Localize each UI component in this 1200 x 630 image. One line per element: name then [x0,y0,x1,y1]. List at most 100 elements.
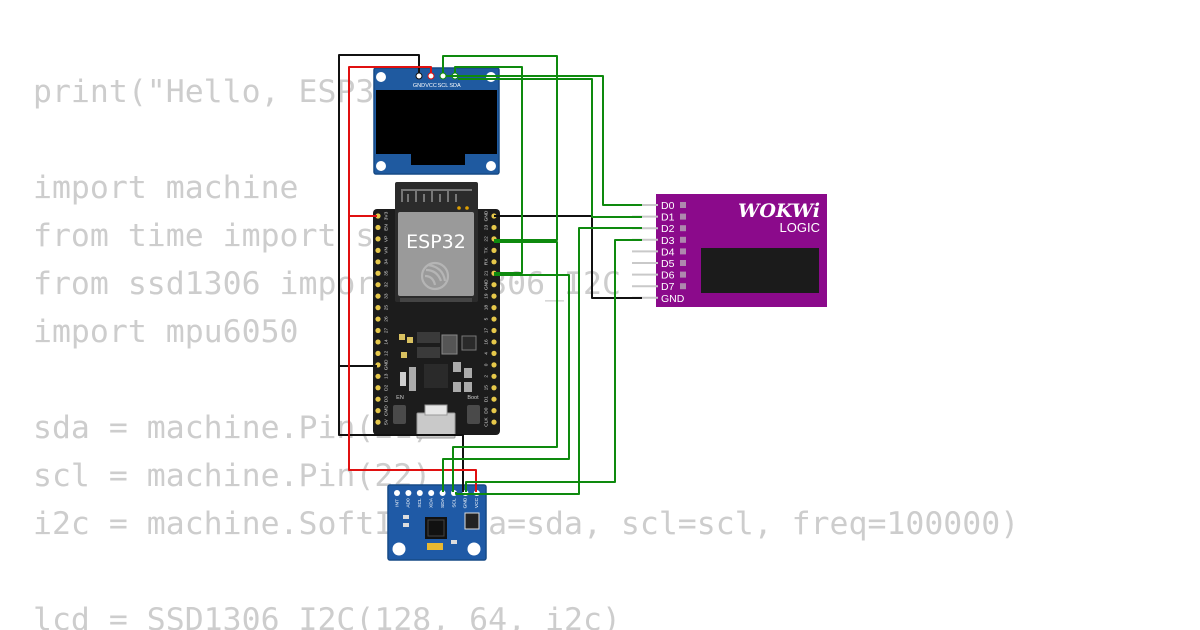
esp32-pin-label: 3V3 [383,211,389,220]
esp32-pin[interactable] [375,213,381,219]
esp32-pin[interactable] [375,327,381,334]
wire-oled-scl[interactable] [442,55,558,241]
esp32-pin-label: 27 [383,328,389,334]
mpu6050-pin-label: VCC [474,497,480,508]
esp32-pin[interactable] [491,350,497,356]
logic-channel-marker [680,213,686,220]
boot-button[interactable] [467,405,480,424]
esp32-pin[interactable] [491,339,497,345]
smd-component [403,523,409,527]
oled-pin-label: VCC [425,83,437,89]
esp32-pin[interactable] [491,408,497,414]
esp32-pin[interactable] [375,236,381,242]
esp32-pin[interactable] [491,293,497,299]
esp32-pin-label: 13 [383,373,389,379]
smd-component [451,540,457,544]
esp32-pin-label: 25 [383,305,389,311]
esp32-pin[interactable] [491,373,497,379]
esp32-pin[interactable] [375,282,381,288]
esp32-pin[interactable] [375,396,381,402]
esp32-pin-label: GND [483,210,489,221]
logic-subtitle: LOGIC [780,220,820,235]
esp32-pin[interactable] [375,224,381,231]
esp32-pin[interactable] [375,305,381,311]
smd-component [464,382,472,392]
en-button[interactable] [393,405,406,424]
esp32-pin[interactable] [375,316,381,322]
esp32-pin[interactable] [375,339,381,345]
code-line: import machine [33,170,299,206]
oled-pin-hole [415,72,423,80]
status-led [457,206,461,210]
mpu6050-pin-label: XDA [428,497,434,508]
esp32-pin[interactable] [375,259,381,265]
esp32-pin[interactable] [491,259,497,265]
mpu6050-chip [425,517,447,539]
wire-oled-vcc[interactable] [348,66,432,217]
esp32-devkit[interactable]: ESP32 EN [373,182,500,439]
wire-mpu-scl[interactable] [452,241,558,492]
smd-component [407,337,413,343]
wire-oled-gnd[interactable] [338,54,464,492]
logic-channel-marker [680,260,686,266]
mpu6050-pin-label: XCL [417,498,423,508]
esp32-pin-label: 14 [383,339,389,345]
esp32-pin[interactable] [375,385,381,391]
esp32-pin[interactable] [491,327,497,334]
esp32-pin[interactable] [491,305,497,311]
logic-channel-marker [680,225,686,232]
esp32-pin-label: EN [383,224,389,231]
wire-logic-d3[interactable] [465,239,642,492]
esp32-pin[interactable] [491,385,497,391]
esp32-pin[interactable] [491,396,497,402]
mpu6050-capacitor [427,543,443,550]
esp32-pin[interactable] [491,362,497,368]
antenna-trace-icon [401,189,472,202]
mpu6050-pin[interactable] [405,490,412,496]
wire-oled-sda[interactable] [454,66,523,274]
esp32-pin[interactable] [491,419,497,425]
oled-pin-hole [427,72,435,80]
esp32-pin[interactable] [375,293,381,299]
wire-logic-d1[interactable] [458,78,642,218]
oled-display[interactable]: GND VCC SCL SDA [373,67,500,175]
esp32-pin[interactable] [375,270,381,276]
esp32-pin-label: 26 [383,316,389,322]
esp32-pin[interactable] [491,316,497,322]
esp32-pin[interactable] [375,247,381,253]
esp32-pin-label: 19 [483,293,489,299]
code-line: i2c = machine.SoftI2C(sda=sda, scl=scl, … [33,506,1020,542]
wire-mpu-sda[interactable] [442,274,570,492]
esp32-pin-label: 12 [383,350,389,356]
esp32-pin-label: 0 [483,363,489,366]
esp32-pin-label: 15 [483,385,489,391]
esp32-pin[interactable] [491,282,497,288]
esp32-label: ESP32 [406,231,466,253]
logic-channel-marker [680,248,686,255]
esp32-pin[interactable] [491,247,497,253]
wire-logic-d0[interactable] [446,75,642,206]
logic-channel-label: D0 [661,200,675,212]
status-led [465,206,469,210]
esp32-pin[interactable] [375,373,381,379]
oled-pin-label: GND [413,83,425,89]
esp32-pin[interactable] [375,419,381,425]
wire-logic-d2[interactable] [455,227,642,495]
mpu6050-pin[interactable] [428,490,435,496]
logic-channel-marker [680,283,686,290]
esp32-left-pin-header: 3V3ENVPVN343532332526271412GND13D2D3CMD5… [375,211,389,425]
esp32-pin[interactable] [375,408,381,414]
esp32-pin[interactable] [491,224,497,231]
esp32-pin[interactable] [375,350,381,356]
esp32-shield [398,212,474,296]
mpu6050-pin[interactable] [416,490,423,496]
oled-mount-hole [376,161,386,171]
wire-logic-gnd[interactable] [494,215,642,299]
mpu6050-pin[interactable] [394,490,400,496]
mpu6050-pin[interactable] [439,490,446,496]
smd-component [399,334,405,340]
